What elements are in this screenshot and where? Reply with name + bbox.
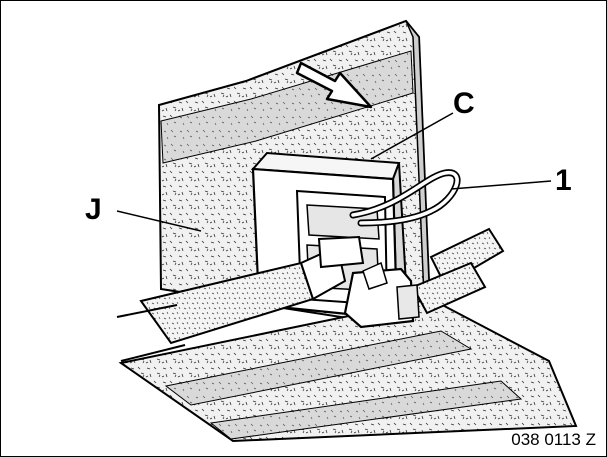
wiring-harness-left [116,235,365,362]
wire-loop [349,169,461,227]
callout-1: 1 [555,164,572,197]
insulation-mat-floor [118,297,578,443]
callout-j: J [85,193,102,226]
callout-c: C [453,87,475,120]
leader-line-1 [450,180,552,190]
leader-lines [116,112,552,232]
leader-line-j [116,210,202,232]
wiring-harness-right [343,227,505,329]
reference-number: 038 0113 Z [511,430,596,449]
leader-line-c [370,112,454,160]
arrow-down-right-icon [295,61,373,109]
